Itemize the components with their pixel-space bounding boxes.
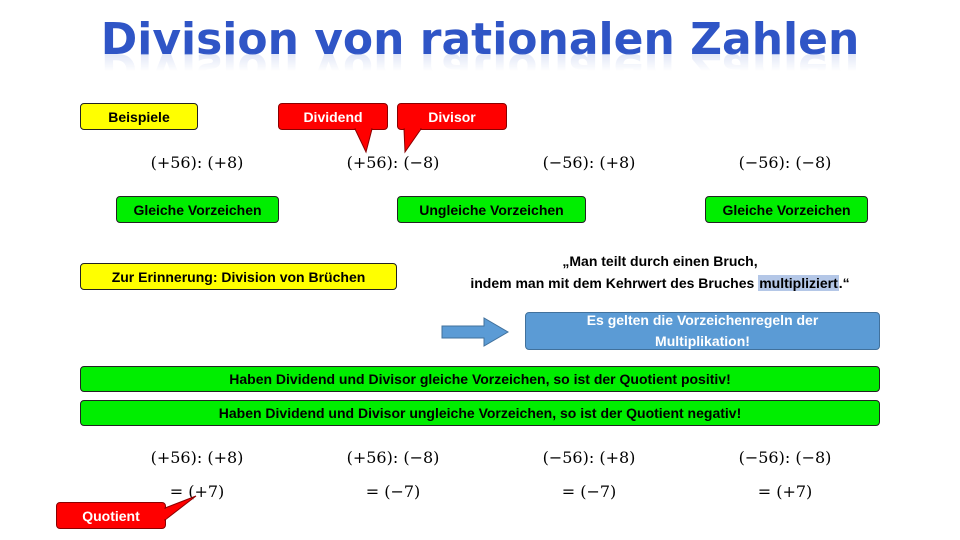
- examples-label: Beispiele: [80, 103, 198, 130]
- page-title: Division von rationalen Zahlen: [100, 14, 860, 65]
- result-1: = (+7): [169, 482, 225, 501]
- result-3: = (−7): [561, 482, 617, 501]
- quote-line-1: „Man teilt durch einen Bruch,: [562, 253, 758, 269]
- same-signs-label-2: Gleiche Vorzeichen: [705, 196, 868, 223]
- result-2: = (−7): [365, 482, 421, 501]
- example-bottom-3: (−56): (+8): [542, 448, 636, 467]
- result-4: = (+7): [757, 482, 813, 501]
- divisor-callout: Divisor: [397, 103, 507, 130]
- dividend-callout: Dividend: [278, 103, 388, 130]
- example-bottom-4: (−56): (−8): [738, 448, 832, 467]
- quote-highlight: multipliziert: [758, 275, 839, 291]
- example-top-2: (+56): (−8): [346, 153, 440, 172]
- sign-rule-line-1: Es gelten die Vorzeichenregeln der: [586, 312, 819, 328]
- rule-positive: Haben Dividend und Divisor gleiche Vorze…: [80, 366, 880, 392]
- example-top-4: (−56): (−8): [738, 153, 832, 172]
- example-bottom-2: (+56): (−8): [346, 448, 440, 467]
- different-signs-label: Ungleiche Vorzeichen: [397, 196, 586, 223]
- quotient-callout: Quotient: [56, 502, 166, 529]
- rule-negative: Haben Dividend und Divisor ungleiche Vor…: [80, 400, 880, 426]
- example-top-3: (−56): (+8): [542, 153, 636, 172]
- same-signs-label-1: Gleiche Vorzeichen: [116, 196, 279, 223]
- example-bottom-1: (+56): (+8): [150, 448, 244, 467]
- reminder-label: Zur Erinnerung: Division von Brüchen: [80, 263, 397, 290]
- quote-line-2: indem man mit dem Kehrwert des Bruches m…: [470, 275, 850, 291]
- reciprocal-quote: „Man teilt durch einen Bruch, indem man …: [430, 250, 890, 294]
- sign-rule-box: Es gelten die Vorzeichenregeln der Multi…: [525, 312, 880, 350]
- sign-rule-line-2: Multiplikation!: [655, 333, 750, 349]
- example-top-1: (+56): (+8): [150, 153, 244, 172]
